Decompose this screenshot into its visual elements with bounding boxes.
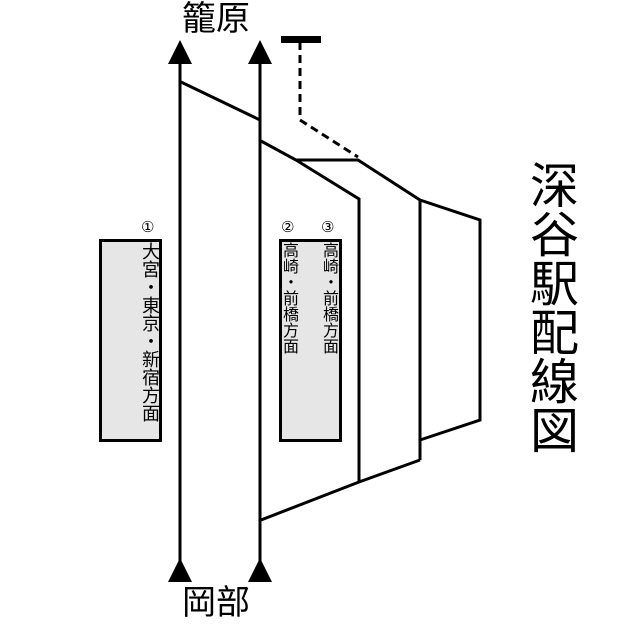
- platform-number-2: ②: [281, 218, 295, 236]
- direction-bottom-label: 岡部: [182, 583, 250, 623]
- platform-3-destination: 高崎・前橋方面: [320, 242, 339, 354]
- platform-number-1: ①: [141, 218, 155, 236]
- platform-2-destination: 高崎・前橋方面: [280, 242, 299, 354]
- platform-1: [99, 239, 162, 442]
- platform-2-3: [279, 239, 342, 442]
- siding-connector: [296, 158, 482, 442]
- siding-track-3: [260, 139, 361, 482]
- abandoned-track: [298, 42, 359, 159]
- siding-bottom-merge: [260, 458, 421, 522]
- direction-top-label: 籠原: [182, 0, 250, 39]
- platform-1-destination: 大宮・東京・新宿方面: [139, 242, 160, 422]
- diagram-title: 深谷駅配線図: [522, 160, 579, 454]
- crossover-track: [180, 80, 261, 122]
- platform-number-3: ③: [321, 218, 335, 236]
- buffer-stop: [281, 36, 321, 43]
